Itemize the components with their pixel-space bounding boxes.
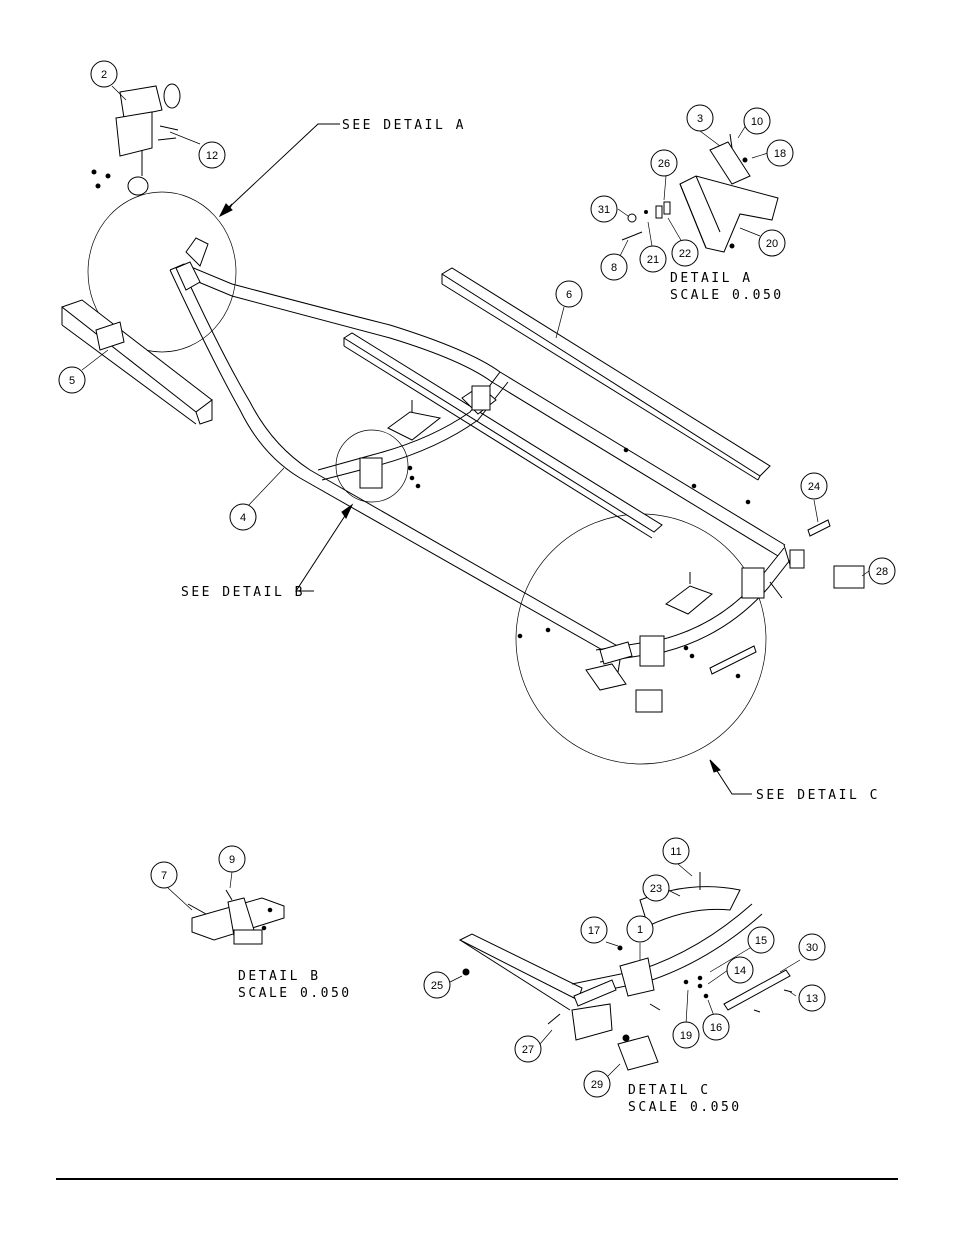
svg-text:17: 17	[588, 925, 600, 937]
callout-31: 31	[590, 195, 618, 223]
callout-2: 2	[90, 60, 118, 88]
callout-19: 19	[672, 1021, 700, 1049]
svg-text:14: 14	[734, 965, 746, 977]
svg-text:7: 7	[161, 870, 167, 882]
svg-text:23: 23	[650, 883, 662, 895]
callout-6: 6	[555, 280, 583, 308]
svg-text:16: 16	[710, 1022, 722, 1034]
svg-text:5: 5	[69, 375, 75, 387]
svg-text:26: 26	[658, 158, 670, 170]
svg-text:3: 3	[697, 113, 703, 125]
detail-notes: SEE DETAIL A SEE DETAIL B SEE DETAIL C D…	[181, 118, 880, 1115]
svg-text:9: 9	[229, 854, 235, 866]
detail-a-title: DETAIL A	[670, 271, 753, 286]
callout-1: 1	[626, 915, 654, 943]
see-detail-b-label: SEE DETAIL B	[181, 585, 305, 600]
callout-28: 28	[868, 557, 896, 585]
svg-text:4: 4	[240, 512, 246, 524]
detail-b-drawing	[187, 889, 285, 945]
hitch-post	[60, 299, 213, 425]
svg-text:8: 8	[611, 262, 617, 274]
svg-text:24: 24	[808, 481, 820, 493]
callout-23: 23	[642, 874, 670, 902]
callout-16: 16	[702, 1013, 730, 1041]
detail-c-drawing	[458, 872, 793, 1071]
callout-26: 26	[650, 149, 678, 177]
svg-text:29: 29	[591, 1079, 603, 1091]
svg-text:30: 30	[806, 942, 818, 954]
svg-text:12: 12	[206, 150, 218, 162]
see-detail-leaders	[218, 123, 752, 795]
callout-30: 30	[798, 933, 826, 961]
callout-10: 10	[743, 107, 771, 135]
callout-22: 22	[671, 239, 699, 267]
frame-hardware	[91, 169, 865, 713]
svg-text:19: 19	[680, 1030, 692, 1042]
callout-14: 14	[726, 956, 754, 984]
bunk-rail-inner	[343, 332, 663, 539]
svg-text:22: 22	[679, 248, 691, 260]
bunk-rail-upper	[441, 267, 771, 481]
detail-c-scale: SCALE 0.050	[628, 1100, 742, 1115]
see-detail-c-label: SEE DETAIL C	[756, 788, 880, 803]
see-detail-a-label: SEE DETAIL A	[342, 118, 466, 133]
callout-25: 25	[423, 971, 451, 999]
svg-text:20: 20	[766, 238, 778, 250]
winch-assembly	[115, 83, 181, 196]
detail-b-circle	[335, 429, 409, 503]
svg-text:21: 21	[647, 254, 659, 266]
callout-15: 15	[747, 926, 775, 954]
leader-lines	[81, 85, 870, 1077]
callout-11: 11	[662, 837, 690, 865]
callout-8: 8	[600, 253, 628, 281]
svg-text:1: 1	[637, 924, 643, 936]
callout-3: 3	[686, 104, 714, 132]
callout-29: 29	[583, 1070, 611, 1098]
callout-12: 12	[198, 141, 226, 169]
detail-b-scale: SCALE 0.050	[238, 986, 352, 1001]
detail-b-title: DETAIL B	[238, 969, 321, 984]
detail-c-title: DETAIL C	[628, 1083, 711, 1098]
callout-4: 4	[229, 503, 257, 531]
callout-24: 24	[800, 472, 828, 500]
callout-18: 18	[766, 139, 794, 167]
callout-13: 13	[798, 984, 826, 1012]
callout-9: 9	[218, 845, 246, 873]
svg-text:27: 27	[522, 1044, 534, 1056]
svg-text:25: 25	[431, 980, 443, 992]
callout-17: 17	[580, 916, 608, 944]
svg-text:13: 13	[806, 993, 818, 1005]
callout-27: 27	[514, 1035, 542, 1063]
callout-bubbles: 1 2 3 4 5 6 7 8 9 10 11 12 13 14 15 16 1…	[58, 60, 896, 1098]
svg-text:10: 10	[751, 116, 763, 128]
callout-7: 7	[150, 861, 178, 889]
svg-text:18: 18	[774, 148, 786, 160]
svg-text:15: 15	[755, 935, 767, 947]
callout-20: 20	[758, 229, 786, 257]
callout-21: 21	[639, 245, 667, 273]
detail-a-drawing	[621, 133, 779, 253]
callout-5: 5	[58, 366, 86, 394]
detail-a-circle	[87, 191, 237, 353]
main-frame-assembly	[60, 83, 865, 765]
svg-text:28: 28	[876, 566, 888, 578]
svg-text:6: 6	[566, 289, 572, 301]
svg-text:2: 2	[101, 69, 107, 81]
svg-text:31: 31	[598, 204, 610, 216]
svg-text:11: 11	[670, 846, 681, 858]
curved-frame-rail	[169, 263, 791, 673]
detail-a-scale: SCALE 0.050	[670, 288, 784, 303]
